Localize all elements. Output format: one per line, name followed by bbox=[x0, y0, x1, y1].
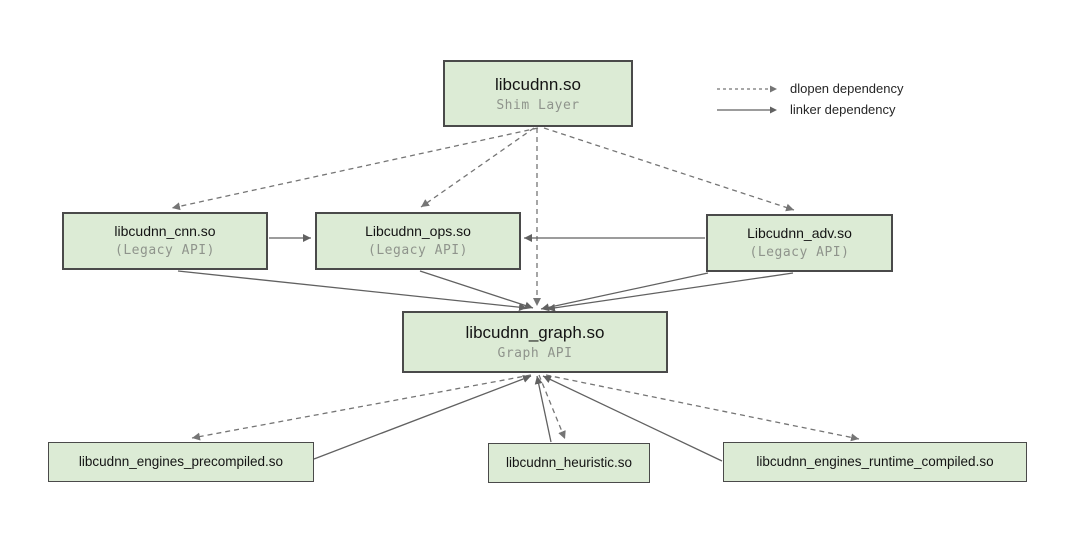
edge-dlopen-shim-to-adv bbox=[543, 127, 795, 212]
node-libcudnn-ops: Libcudnn_ops.so (Legacy API) bbox=[315, 212, 521, 270]
edge-linker-ops-to-graph bbox=[419, 270, 534, 310]
edge-dlopen-shim-to-cnn bbox=[171, 127, 539, 211]
edge-linker-adv-to-graph-2 bbox=[546, 272, 794, 312]
edge-linker-precompiled-to-graph bbox=[313, 375, 532, 460]
node-libcudnn-cnn: libcudnn_cnn.so (Legacy API) bbox=[62, 212, 268, 270]
node-title: libcudnn_graph.so bbox=[465, 323, 605, 343]
node-libcudnn-adv: Libcudnn_adv.so (Legacy API) bbox=[706, 214, 893, 272]
edge-linker-runtime-to-graph bbox=[542, 375, 723, 462]
node-title: Libcudnn_adv.so bbox=[747, 224, 852, 241]
node-subtitle: (Legacy API) bbox=[368, 243, 468, 259]
legend-label-linker: linker dependency bbox=[790, 102, 896, 117]
node-libcudnn-heuristic: libcudnn_heuristic.so bbox=[488, 443, 650, 483]
node-title: Libcudnn_ops.so bbox=[365, 222, 471, 239]
node-libcudnn-graph: libcudnn_graph.so Graph API bbox=[402, 311, 668, 373]
edge-dlopen-graph-to-heuristic bbox=[538, 374, 566, 440]
edge-dlopen-shim-to-ops bbox=[420, 127, 535, 208]
legend: dlopen dependency linker dependency bbox=[716, 78, 904, 120]
edge-linker-adv-to-graph bbox=[540, 272, 709, 312]
node-subtitle: Shim Layer bbox=[496, 97, 580, 113]
node-title: libcudnn.so bbox=[494, 74, 581, 94]
node-title: libcudnn_cnn.so bbox=[114, 222, 216, 239]
node-title: libcudnn_engines_runtime_compiled.so bbox=[756, 453, 994, 469]
node-libcudnn-shim: libcudnn.so Shim Layer bbox=[443, 60, 633, 127]
edge-linker-cnn-to-graph bbox=[177, 270, 528, 312]
node-title: libcudnn_engines_precompiled.so bbox=[78, 453, 284, 469]
legend-label-dlopen: dlopen dependency bbox=[790, 81, 904, 96]
legend-row-dlopen: dlopen dependency bbox=[716, 78, 904, 99]
solid-arrow-icon bbox=[717, 106, 777, 113]
edge-dlopen-graph-to-runtime bbox=[545, 374, 860, 442]
node-title: libcudnn_heuristic.so bbox=[505, 454, 633, 470]
dashed-arrow-icon bbox=[717, 85, 777, 92]
node-subtitle: Graph API bbox=[497, 346, 573, 362]
edge-linker-heuristic-to-graph bbox=[534, 375, 552, 443]
node-subtitle: (Legacy API) bbox=[115, 243, 215, 259]
node-libcudnn-engines-precompiled: libcudnn_engines_precompiled.so bbox=[48, 442, 314, 482]
node-subtitle: (Legacy API) bbox=[749, 245, 850, 261]
node-libcudnn-engines-runtime-compiled: libcudnn_engines_runtime_compiled.so bbox=[723, 442, 1027, 482]
legend-row-linker: linker dependency bbox=[716, 99, 904, 120]
edge-dlopen-graph-to-precompiled bbox=[191, 374, 532, 441]
